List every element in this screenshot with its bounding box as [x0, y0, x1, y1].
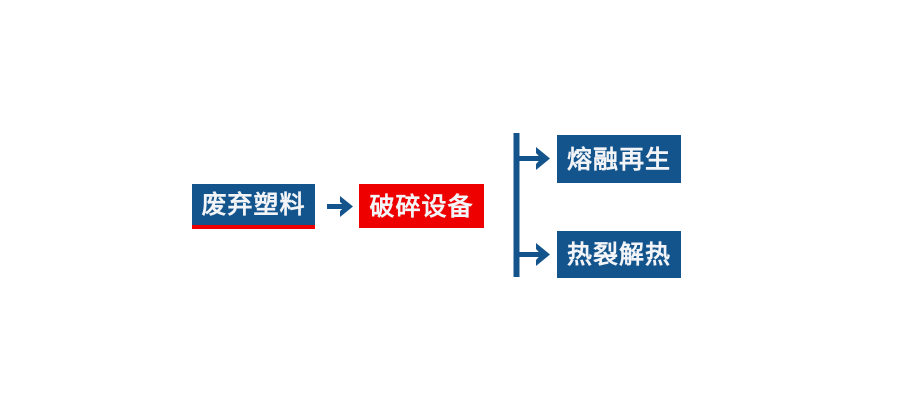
arrow-head [340, 196, 353, 217]
node-crushing-equipment[interactable]: 破碎设备 [359, 184, 484, 228]
arrow-crusher-to-melt [516, 147, 550, 170]
node-pyrolysis-label: 热裂解热 [566, 240, 671, 269]
node-melt-regeneration-label: 熔融再生 [566, 144, 671, 174]
arrow-waste-to-crusher [327, 196, 353, 217]
arrow-head [536, 243, 550, 266]
node-waste-plastic[interactable]: 废弃塑料 [192, 184, 315, 229]
arrow-crusher-to-pyrolysis [516, 243, 550, 266]
node-melt-regeneration[interactable]: 熔融再生 [557, 135, 681, 183]
node-pyrolysis[interactable]: 热裂解热 [557, 231, 681, 278]
node-waste-plastic-label: 废弃塑料 [201, 190, 306, 219]
arrow-head [536, 147, 550, 170]
node-crushing-equipment-label: 破碎设备 [369, 191, 474, 221]
